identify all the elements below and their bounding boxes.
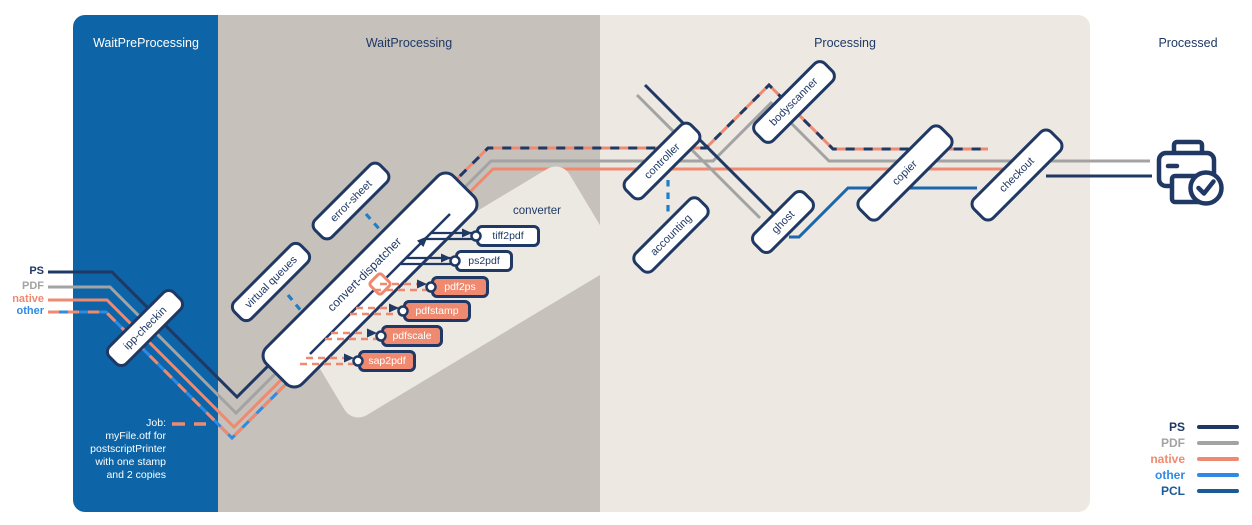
input-label-native: native: [12, 293, 44, 305]
input-label-other: other: [16, 305, 45, 317]
legend-label-pdf: PDF: [1161, 435, 1185, 450]
tool-pdfstamp: pdfstamp: [403, 300, 471, 322]
legend-row-other: other: [1100, 466, 1239, 482]
format-legend: PS PDF native other PCL: [1100, 418, 1239, 498]
legend-label-other: other: [1155, 467, 1185, 482]
legend-row-pdf: PDF: [1100, 434, 1239, 450]
job-note-line: myFile.otf for: [105, 430, 166, 442]
legend-row-ps: PS: [1100, 418, 1239, 434]
legend-swatch-ps: [1197, 425, 1239, 429]
legend-swatch-other: [1197, 473, 1239, 477]
section-title-waitprocessing: WaitProcessing: [365, 36, 453, 50]
legend-swatch-native: [1197, 457, 1239, 461]
input-label-ps: PS: [29, 265, 44, 277]
converter-group-label: converter: [513, 205, 561, 217]
legend-label-ps: PS: [1168, 419, 1185, 434]
job-note-line: postscriptPrinter: [90, 443, 166, 455]
legend-label-pcl: PCL: [1161, 483, 1185, 498]
tool-tiff2pdf: tiff2pdf: [476, 225, 540, 247]
section-title-processing: Processing: [814, 36, 876, 50]
tool-ps2pdf: ps2pdf: [455, 250, 513, 272]
tool-pdf2ps: pdf2ps: [431, 276, 489, 298]
section-title-waitpreprocessing: WaitPreProcessing: [93, 36, 199, 50]
tool-sap2pdf: sap2pdf: [358, 350, 416, 372]
job-note-line: and 2 copies: [106, 469, 166, 481]
legend-swatch-pcl: [1197, 489, 1239, 493]
job-note: Job: myFile.otf for postscriptPrinter wi…: [58, 417, 166, 482]
input-label-pdf: PDF: [22, 280, 44, 292]
job-note-line: with one stamp: [95, 456, 166, 468]
printer-check-icon: [1156, 139, 1224, 206]
legend-swatch-pdf: [1197, 441, 1239, 445]
section-title-processed: Processed: [1158, 36, 1218, 50]
job-note-title: Job:: [146, 417, 166, 429]
legend-row-pcl: PCL: [1100, 482, 1239, 498]
legend-row-native: native: [1100, 450, 1239, 466]
section-processing-bg: [600, 15, 1090, 512]
tool-pdfscale: pdfscale: [381, 325, 443, 347]
legend-label-native: native: [1150, 451, 1185, 466]
